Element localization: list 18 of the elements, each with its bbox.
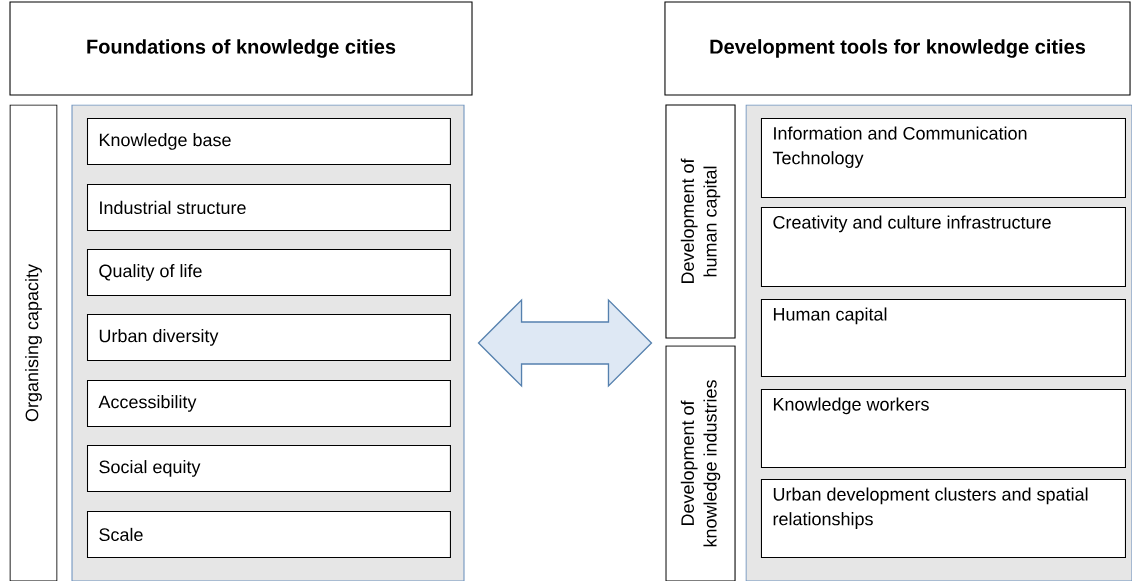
heading-box: Development tools for knowledge cities xyxy=(664,1,1131,96)
side-label-box: Development of human capital xyxy=(665,104,736,339)
item-box: Scale xyxy=(86,510,451,558)
side-label-box: Organising capacity xyxy=(9,104,58,581)
item-box: Knowledge workers xyxy=(760,388,1126,468)
item-box: Accessibility xyxy=(86,379,451,427)
item-box: Urban diversity xyxy=(86,313,451,361)
item-box: Industrial structure xyxy=(86,183,451,231)
item-box: Quality of life xyxy=(86,248,451,296)
item-box: Human capital xyxy=(760,298,1126,378)
heading-box: Foundations of knowledge cities xyxy=(9,1,473,96)
side-label-box: Development of knowledge industries xyxy=(665,345,736,581)
item-box: Creativity and culture infrastructure xyxy=(760,206,1126,287)
item-box: Urban development clusters and spatial relationships xyxy=(760,478,1126,558)
item-box: Knowledge base xyxy=(86,117,451,165)
double-arrow xyxy=(477,298,653,388)
item-box: Information and Communication Technology xyxy=(760,117,1126,198)
item-box: Social equity xyxy=(86,444,451,492)
